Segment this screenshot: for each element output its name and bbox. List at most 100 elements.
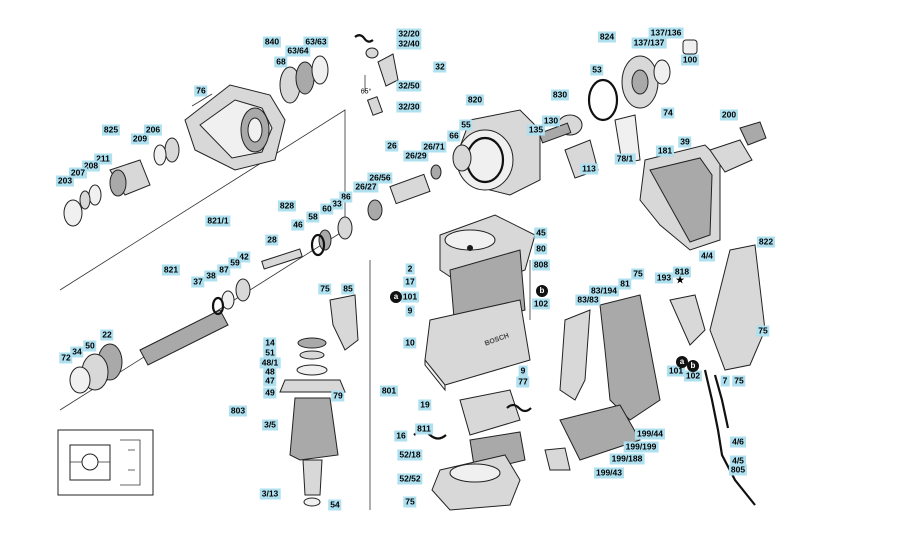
label-100: 100	[680, 54, 700, 66]
label-101-b: 101	[666, 365, 686, 377]
label-9-a: 9	[405, 305, 415, 317]
label-206: 206	[143, 124, 163, 136]
label-32-40: 32/40	[396, 38, 422, 50]
label-102-a: 102	[531, 298, 551, 310]
label-22: 22	[100, 329, 114, 341]
angle-annotation: 65°	[360, 88, 372, 96]
label-37: 37	[191, 276, 205, 288]
label-32: 32	[433, 61, 447, 73]
marker-b-handle: b	[687, 360, 699, 372]
motor-housing-group	[413, 214, 536, 511]
label-75-b: 75	[318, 283, 332, 295]
label-42: 42	[237, 251, 251, 263]
label-49: 49	[263, 387, 277, 399]
label-74: 74	[661, 107, 675, 119]
label-32-30: 32/30	[396, 101, 422, 113]
label-2: 2	[405, 263, 415, 275]
label-10: 10	[403, 337, 417, 349]
label-75-e: 75	[732, 375, 746, 387]
label-28: 28	[265, 234, 279, 246]
label-63-64: 63/64	[285, 45, 311, 57]
label-7: 7	[720, 375, 730, 387]
label-75-d: 75	[756, 325, 770, 337]
label-101-a: 101	[400, 291, 420, 303]
label-48-1: 48/1	[259, 357, 281, 369]
label-52-52: 52/52	[397, 473, 423, 485]
label-208: 208	[81, 160, 101, 172]
label-840: 840	[262, 36, 282, 48]
power-cable	[703, 369, 756, 506]
label-17: 17	[403, 276, 417, 288]
label-53: 53	[590, 64, 604, 76]
star-icon: ★	[675, 274, 685, 287]
label-828: 828	[277, 200, 297, 212]
label-16: 16	[394, 430, 408, 442]
cable-lead	[713, 374, 730, 429]
label-102-b: 102	[683, 370, 703, 382]
label-52-18: 52/18	[397, 449, 423, 461]
label-830: 830	[550, 89, 570, 101]
label-26-27: 26/27	[353, 181, 379, 193]
label-199-44: 199/44	[635, 428, 665, 440]
label-47: 47	[263, 375, 277, 387]
label-200: 200	[719, 109, 739, 121]
label-4-6: 4/6	[730, 436, 746, 448]
label-818: 818	[672, 266, 692, 278]
marker-a-motor: a	[390, 291, 402, 303]
label-78-1: 78/1	[614, 153, 636, 165]
label-34: 34	[70, 346, 84, 358]
label-824: 824	[597, 31, 617, 43]
label-801: 801	[379, 385, 399, 397]
tool-holder-group	[63, 55, 329, 227]
label-79: 79	[331, 390, 345, 402]
label-130: 130	[541, 115, 561, 127]
label-137-137: 137/137	[631, 37, 667, 49]
label-68: 68	[274, 56, 288, 68]
label-26-71: 26/71	[421, 141, 447, 153]
label-75-c: 75	[631, 268, 645, 280]
label-59: 59	[228, 257, 242, 269]
label-83-194: 83/194	[589, 285, 619, 297]
label-32-20: 32/20	[396, 28, 422, 40]
label-4-5: 4/5	[730, 455, 746, 467]
label-75-a: 75	[403, 496, 417, 508]
label-113: 113	[580, 163, 598, 175]
label-14: 14	[263, 337, 277, 349]
label-209: 209	[130, 133, 150, 145]
side-handle-group	[544, 244, 766, 471]
label-80: 80	[534, 243, 548, 255]
label-83-83: 83/83	[575, 294, 601, 306]
label-811: 811	[415, 423, 433, 435]
drive-shaft-group	[69, 278, 251, 394]
label-825: 825	[101, 124, 121, 136]
label-87: 87	[217, 264, 231, 276]
label-821-1: 821/1	[205, 215, 231, 227]
label-822: 822	[756, 236, 776, 248]
marker-a-handle: a	[676, 356, 688, 368]
label-85: 85	[341, 283, 355, 295]
label-46: 46	[291, 219, 305, 231]
label-55: 55	[459, 119, 473, 131]
label-820: 820	[465, 94, 485, 106]
label-3-13: 3/13	[259, 488, 281, 500]
label-207: 207	[68, 167, 88, 179]
label-51: 51	[263, 347, 277, 359]
label-199-188: 199/188	[609, 453, 645, 465]
label-26-56: 26/56	[367, 172, 393, 184]
label-66: 66	[447, 130, 461, 142]
label-821: 821	[161, 264, 181, 276]
label-39: 39	[678, 136, 692, 148]
label-77: 77	[516, 376, 530, 388]
label-33: 33	[330, 198, 344, 210]
label-808: 808	[531, 259, 551, 271]
label-72: 72	[59, 352, 73, 364]
label-63-63: 63/63	[303, 36, 329, 48]
handle-housing-group	[639, 121, 767, 251]
label-3-5: 3/5	[262, 419, 278, 431]
label-26-29: 26/29	[403, 150, 429, 162]
label-203: 203	[55, 175, 75, 187]
label-48: 48	[263, 366, 277, 378]
label-135: 135	[526, 124, 546, 136]
